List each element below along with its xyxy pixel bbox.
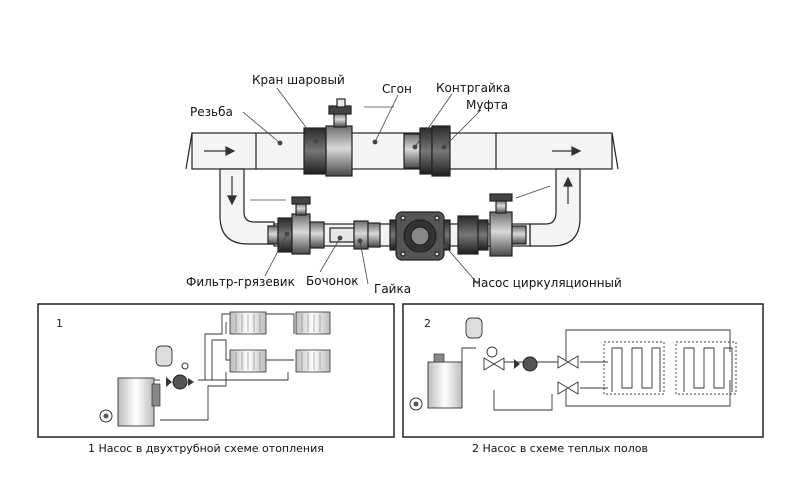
floor-loop-icon: [603, 341, 737, 395]
circulation-pump: [389, 211, 451, 261]
mixing-valve-icon: [483, 346, 505, 371]
panel-1-caption: 1 Насос в двухтрубной схеме отопления: [88, 442, 324, 455]
bypass-pipe-right: [529, 168, 581, 247]
bypass-ball-valve-right: [457, 193, 527, 257]
label-coupling: Муфта: [466, 98, 508, 112]
expansion-tank-icon: [465, 317, 483, 339]
label-barrel: Бочонок: [306, 274, 358, 288]
main-pipe: [191, 132, 613, 170]
bypass-assembly: Кран шаровый Резьба Сгон Контргайка Муфт…: [185, 73, 622, 296]
label-circ-pump: Насос циркуляционный: [472, 276, 622, 290]
flow-arrow-icon: [227, 176, 573, 206]
radiator-icon: [229, 311, 331, 373]
boiler-icon: [409, 353, 463, 411]
main-ball-valve: [303, 98, 353, 177]
pump-icon: [166, 362, 194, 390]
panel-warm-floor: 2: [402, 303, 764, 455]
barrel-and-nut: [329, 220, 381, 250]
panel-2-caption: 2 Насос в схеме теплых полов: [472, 442, 648, 455]
boiler-icon: [99, 377, 161, 427]
label-ball-valve: Кран шаровый: [252, 73, 345, 87]
label-mud-filter: Фильтр-грязевик: [186, 275, 295, 289]
bypass-ball-valve-left: [267, 196, 325, 255]
label-sgon: Сгон: [382, 82, 412, 96]
label-thread: Резьба: [190, 105, 233, 119]
flow-arrow-icon: [204, 146, 582, 156]
manifold-valve-icon: [557, 355, 579, 395]
bypass-pipe-left: [219, 168, 275, 245]
panel-2-number: 2: [424, 317, 431, 330]
sgon-locknut-coupling: [403, 125, 451, 177]
expansion-tank-icon: [155, 345, 173, 367]
panel-two-pipe-heating: 1: [37, 303, 395, 455]
pump-icon: [514, 356, 538, 372]
label-locknut: Контргайка: [436, 81, 510, 95]
panel-1-number: 1: [56, 317, 63, 330]
leader-lines: [242, 87, 551, 285]
label-nut: Гайка: [374, 282, 411, 296]
